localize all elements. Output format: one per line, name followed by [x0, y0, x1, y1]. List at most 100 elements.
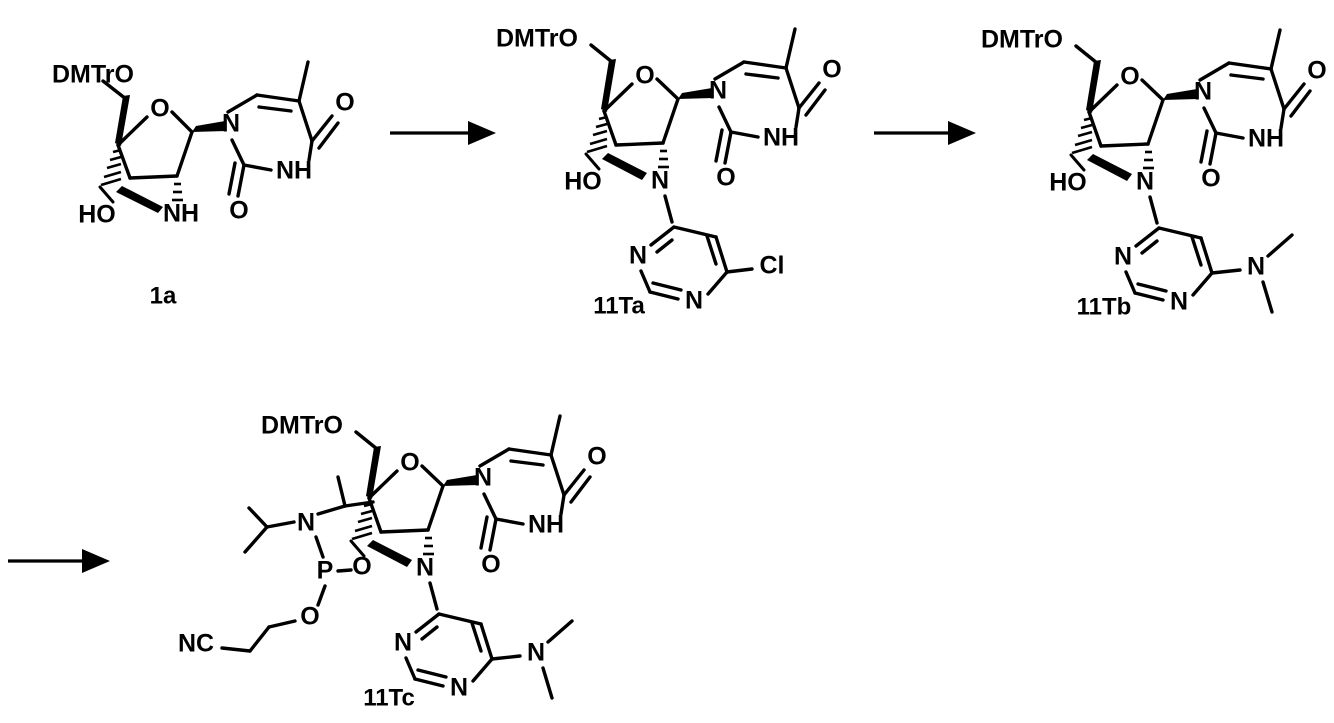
bond-c6-n1-11Tc — [478, 447, 511, 468]
bond-p-o-sugar-11Tc — [336, 568, 353, 573]
bond-c2-o-exo2-1a — [227, 161, 237, 196]
bond-c2-n3-11Ta — [729, 130, 760, 139]
bond-dmtro-ch2-11Tc — [354, 430, 379, 451]
hash-c4-bridge-11Ta — [586, 115, 608, 154]
bond-pn1-pc6-11Tb — [1191, 271, 1214, 297]
wedge-ch2-c4-11Tb — [1086, 60, 1101, 113]
bond-c1-c2-11Tc — [426, 484, 445, 532]
bond-pc2-pn1-double-11Ta — [651, 281, 683, 292]
label-o4-thymine-11Tc: O — [587, 443, 606, 471]
wedge-bridge-n-11Ta — [602, 153, 647, 180]
hash-c4-bridge-1a — [100, 148, 122, 187]
bond-c5-c6-double-1a — [257, 105, 293, 113]
bond-c4-o-exo2-11Tb — [1289, 89, 1312, 118]
bond-c2-n3-11Tc — [494, 517, 525, 526]
bond-c4-o-1a — [116, 115, 149, 147]
bond-c1-c2-11Tb — [1146, 98, 1165, 146]
bond-dmtro-ch2-1a — [101, 79, 128, 101]
label-ring-oxygen-11Tb: O — [1120, 63, 1139, 91]
label-ring-oxygen-1a: O — [150, 95, 169, 123]
bond-namine-me1-11Tc — [546, 619, 574, 644]
arrow-1-head — [468, 121, 496, 145]
label-dmtro-11Ta: DMTrO — [496, 25, 578, 53]
label-n3-thymine-11Tb: NH — [1248, 125, 1284, 153]
label-phosphorus-11Tc: P — [317, 557, 334, 585]
bond-o-c1-11Ta — [655, 77, 680, 101]
bond-c5-methyl-1a — [297, 60, 310, 103]
bond-c4-c5-11Ta — [784, 66, 801, 110]
label-nitrile-11Tc: NC — [178, 630, 214, 658]
bond-c4-o-11Tb — [1087, 83, 1119, 114]
structure-11Tc: DMTrO O O N P N — [178, 412, 607, 712]
bond-c2-o-exo-1a — [236, 163, 246, 198]
bond-pc4-pn3-11Tc — [414, 612, 441, 634]
label-pyrimidine-n3-11Ta: N — [629, 242, 647, 270]
bond-c4-c5-11Tc — [549, 453, 566, 497]
hash-c4-bridge-11Tc — [351, 502, 373, 541]
label-dimethylamino-n-11Tc: N — [527, 639, 545, 667]
label-ring-oxygen-11Tc: O — [400, 449, 419, 477]
label-n1-thymine-1a: N — [222, 110, 240, 138]
label-diisopropyl-n-11Tc: N — [297, 509, 315, 537]
bond-pc6-pc5-double-11Tb — [1190, 235, 1203, 267]
label-pyrimidine-n3-11Tc: N — [394, 629, 412, 657]
bond-c5-c6-double-11Tc — [509, 459, 545, 467]
wedge-c1-n1-11Tb — [1163, 89, 1198, 100]
arrow-11Ta-to-11Tb — [874, 121, 976, 145]
label-n3-thymine-1a: NH — [276, 157, 312, 185]
label-n3-thymine-11Ta: NH — [763, 124, 799, 152]
bond-pc6-namine-11Tb — [1210, 268, 1242, 275]
label-dmtro-11Tc: DMTrO — [261, 412, 343, 440]
compound-label-1a: 1a — [150, 282, 177, 309]
bond-c1-c2-1a — [175, 130, 194, 178]
bond-pc5-pc4-11Tc — [437, 612, 483, 626]
arrow-3-head — [82, 549, 110, 573]
bond-c6-n1-11Tb — [1198, 61, 1231, 82]
label-dimethylamino-n-11Tb: N — [1247, 253, 1265, 281]
bond-pc6-cl-11Ta — [725, 267, 754, 274]
bond-bridge-oh-11Tb — [1069, 153, 1086, 172]
label-pyrimidine-n1-11Ta: N — [685, 287, 703, 315]
compound-label-11Tb: 11Tb — [1077, 293, 1132, 320]
label-n1-thymine-11Ta: N — [709, 77, 727, 105]
bond-n1-c2-1a — [230, 138, 246, 167]
wedge-bridge-n-11Tc — [367, 540, 412, 567]
bond-pc4-pn3-11Ta — [649, 225, 676, 247]
bond-n3-c4-1a — [307, 139, 314, 162]
bond-dmtro-ch2-11Tb — [1074, 44, 1099, 65]
bond-n1-c2-11Tb — [1202, 106, 1218, 135]
arrow-11Tb-to-11Tc — [8, 549, 110, 573]
label-bridge-nitrogen-11Ta: N — [651, 167, 669, 195]
label-o2-thymine-1a: O — [229, 197, 248, 225]
label-o2-thymine-11Tb: O — [1201, 165, 1220, 193]
bond-pc2-pn1-double-11Tc — [416, 668, 448, 679]
bond-ipr2-me2-11Tc — [243, 525, 269, 554]
bond-n-ipr2-ch-11Tc — [265, 520, 296, 529]
arrow-1a-to-11Ta — [390, 121, 496, 145]
wedge-ch2-c4-1a — [115, 95, 130, 146]
wedge-bridge-n-11Tb — [1087, 154, 1132, 181]
label-hydroxyl-11Ta: HO — [564, 168, 602, 196]
bond-bridge-oh-11Ta — [584, 152, 601, 171]
bond-n1-c2-11Tc — [482, 492, 498, 521]
bond-n1-c2-11Ta — [717, 105, 733, 134]
bond-c6-n1-1a — [226, 93, 259, 114]
bond-ipr2-me1-11Tc — [247, 506, 269, 529]
bond-pc6-pc5-11Tc — [479, 622, 494, 661]
bond-namine-me1-11Tb — [1266, 233, 1294, 258]
bond-c2-o-exo2-11Tb — [1199, 129, 1209, 164]
bond-pn1-pc6-11Tc — [471, 657, 494, 683]
label-o4-thymine-11Ta: O — [822, 56, 841, 84]
bond-c5-c6-11Tb — [1227, 61, 1273, 71]
bond-n3-c4-11Tb — [1279, 107, 1286, 130]
bond-pc2-pn1-11Tc — [413, 677, 445, 688]
bond-c2-o-exo2-11Tc — [479, 515, 489, 550]
bond-c2-c3-11Tb — [1099, 142, 1150, 148]
hash-c2-nh-1a — [172, 182, 183, 202]
bond-c2-o-exo-11Ta — [723, 130, 733, 165]
label-o4-thymine-1a: O — [335, 89, 354, 117]
wedge-ch2-c4-11Tc — [366, 446, 381, 499]
compound-label-11Ta: 11Ta — [593, 292, 645, 319]
bond-c2-o-exo2-11Ta — [714, 128, 724, 163]
bond-n-pyrimidine-11Tb — [1148, 195, 1159, 225]
